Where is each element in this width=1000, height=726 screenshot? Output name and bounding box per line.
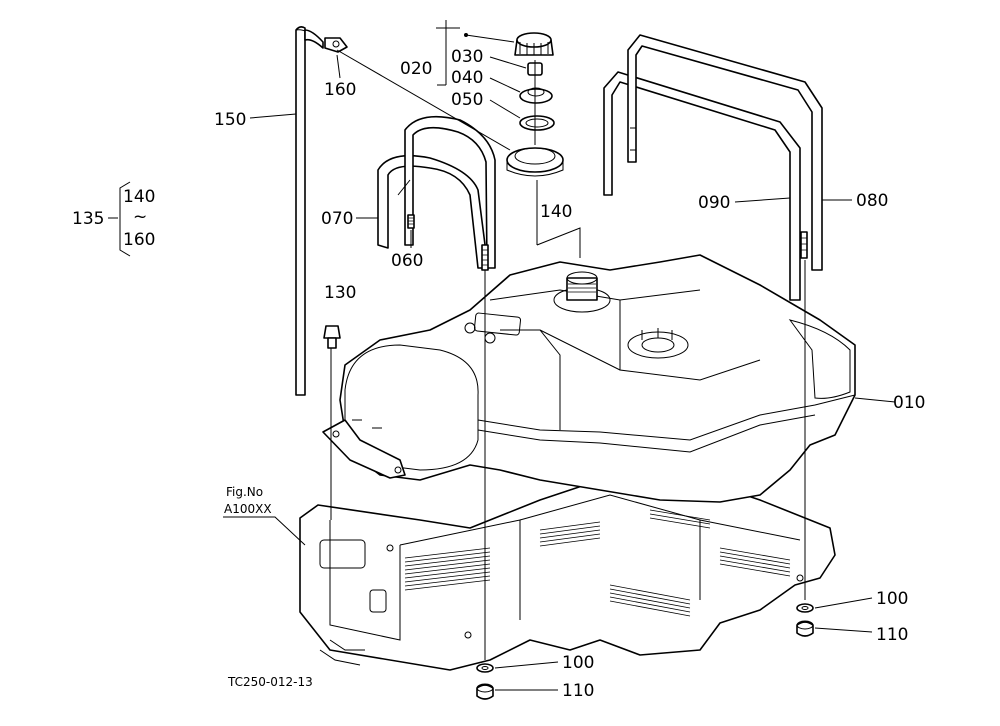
label-160: 160 xyxy=(324,80,356,100)
label-070: 070 xyxy=(321,209,353,229)
cap-strainer xyxy=(519,87,553,104)
grille-left xyxy=(404,547,491,591)
label-140: 140 xyxy=(540,202,572,222)
tank-band-080 xyxy=(627,34,823,271)
drain-plug xyxy=(323,325,341,349)
band-bolt-060 xyxy=(407,214,415,229)
center-lines xyxy=(330,49,806,660)
label-135: 135 xyxy=(72,209,104,229)
label-060: 060 xyxy=(391,251,423,271)
washer-100-bottom xyxy=(476,663,494,673)
grille-center xyxy=(539,521,691,617)
label-110-bottom: 110 xyxy=(562,681,594,701)
washer-100-right xyxy=(796,603,814,613)
label-range-to: 160 xyxy=(123,230,155,250)
leader-lines xyxy=(108,20,896,691)
filler-ring-140 xyxy=(506,147,564,177)
part-labels: 010 020 030 040 050 060 070 080 090 100 … xyxy=(72,47,925,701)
hose-clip xyxy=(324,37,348,53)
label-090: 090 xyxy=(698,193,730,213)
label-100-bottom: 100 xyxy=(562,653,594,673)
band-bolt-rear xyxy=(481,244,489,271)
label-020: 020 xyxy=(400,59,432,79)
label-range-from: 140 xyxy=(123,187,155,207)
base-frame xyxy=(299,469,836,671)
label-range-tilde: ~ xyxy=(133,207,147,227)
vent-hose xyxy=(295,26,324,396)
label-030: 030 xyxy=(451,47,483,67)
label-100-right: 100 xyxy=(876,589,908,609)
fuel-tank xyxy=(322,254,856,503)
tank-band-070 xyxy=(377,115,496,269)
nut-110-bottom xyxy=(476,683,494,700)
drawing-code: TC250-012-13 xyxy=(227,675,313,689)
fuel-cap xyxy=(514,32,554,56)
figure-ref-label: Fig.No xyxy=(226,485,263,499)
label-080: 080 xyxy=(856,191,888,211)
nut-110-right xyxy=(796,620,814,637)
label-130: 130 xyxy=(324,283,356,303)
grille-right xyxy=(649,509,791,577)
label-110-right: 110 xyxy=(876,625,908,645)
figure-ref-value: A100XX xyxy=(224,502,272,516)
label-050: 050 xyxy=(451,90,483,110)
cap-gasket xyxy=(519,115,555,131)
label-150: 150 xyxy=(214,110,246,130)
label-040: 040 xyxy=(451,68,483,88)
band-bolt-right xyxy=(800,231,808,259)
tank-band-090 xyxy=(603,71,801,301)
label-010: 010 xyxy=(893,393,925,413)
